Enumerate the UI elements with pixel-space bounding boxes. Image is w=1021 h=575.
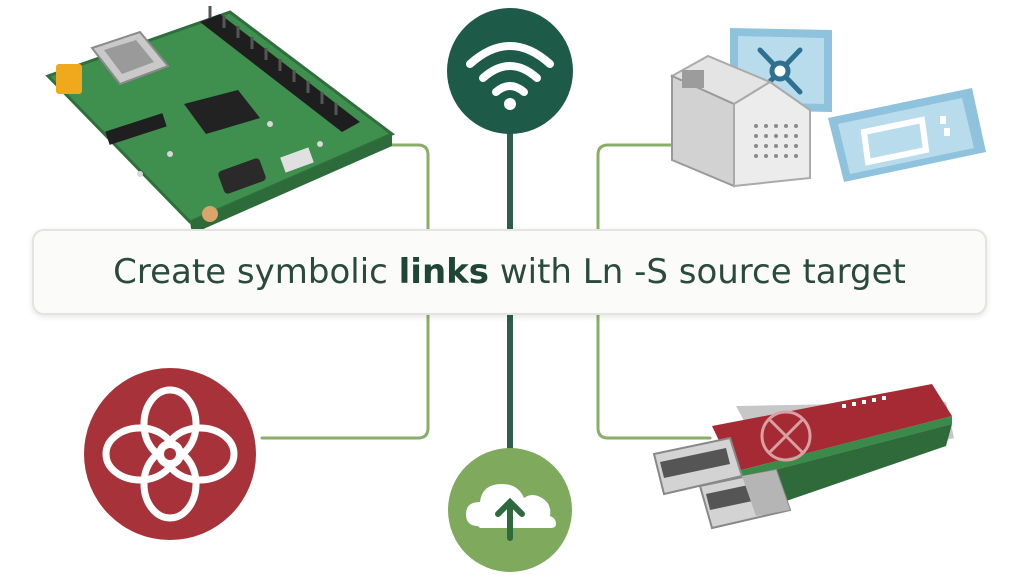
- connector-bottom-right: [596, 313, 712, 440]
- banner-title-bold: links: [398, 252, 490, 292]
- title-banner: Create symbolic links with Ln -S source …: [32, 229, 987, 315]
- usb-card-icon: [652, 384, 954, 530]
- wifi-icon: [447, 8, 573, 134]
- banner-title-post: with Ln -S source target: [489, 252, 906, 292]
- connector-top-left: [338, 143, 430, 231]
- connector-top-right: [596, 143, 674, 231]
- flower-emblem-icon: [84, 368, 256, 540]
- storage-module-icon: [669, 28, 986, 188]
- cloud-upload-icon: [448, 448, 572, 572]
- circuit-board-icon: [45, 6, 395, 234]
- connector-bottom-left: [260, 313, 430, 440]
- banner-title-pre: Create symbolic: [113, 252, 399, 292]
- banner-title: Create symbolic links with Ln -S source …: [113, 252, 906, 292]
